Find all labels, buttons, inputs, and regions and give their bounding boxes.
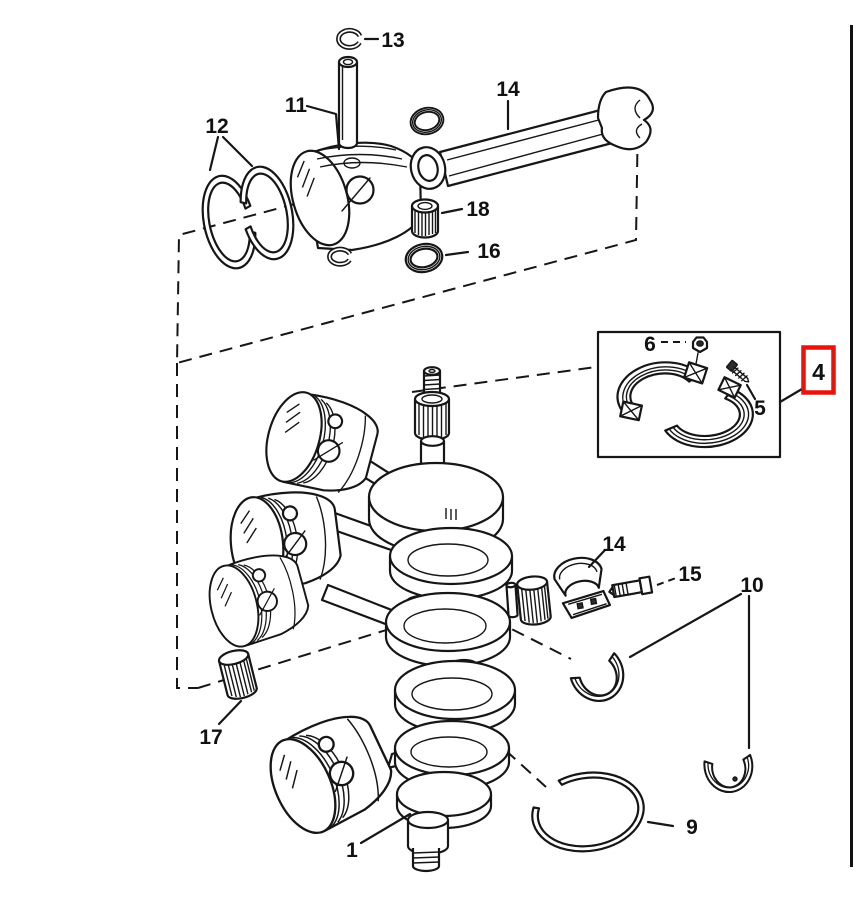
callout-6: 6 (644, 333, 656, 356)
piston-4 (255, 702, 404, 844)
retaining-clip-lower (327, 246, 353, 267)
piston-exploded (289, 141, 423, 252)
callout-5: 5 (754, 397, 766, 420)
washer-top (409, 106, 445, 136)
callout-18: 18 (466, 198, 490, 221)
callout-4: 4 (812, 359, 825, 385)
retaining-ring-9 (531, 771, 645, 853)
piston-1 (255, 383, 386, 505)
retaining-clip-13 (336, 27, 363, 50)
callout-15: 15 (678, 563, 702, 586)
highlight-box-part-4[interactable]: 4 (801, 345, 836, 395)
callout-14-top: 14 (496, 78, 520, 101)
needle-cage-center (515, 573, 553, 628)
callout-17: 17 (199, 726, 222, 749)
callout-9: 9 (686, 816, 698, 839)
connecting-rod-exploded (409, 86, 655, 190)
callout-12: 12 (205, 115, 228, 138)
callout-11: 11 (285, 94, 308, 117)
callout-10: 10 (740, 574, 763, 597)
washer-16 (404, 242, 444, 274)
callout-16: 16 (477, 240, 500, 263)
rod-bolt (608, 575, 654, 599)
wrist-pin (337, 55, 359, 150)
dashed-leader-retainer-assembly (411, 366, 597, 393)
crankshaft (367, 366, 517, 873)
main-bearing-shell-lower (702, 753, 757, 797)
dashed-boundary-crank-group (176, 363, 198, 689)
main-bearing-shell-upper (568, 651, 635, 712)
callout-leaders (208, 37, 804, 845)
callout-14-mid: 14 (602, 533, 626, 556)
nut-6 (691, 336, 709, 365)
assembly-box-part-4 (596, 330, 782, 459)
needle-cage-17 (216, 646, 260, 703)
needle-bearing-18 (410, 198, 440, 239)
screw-5 (726, 359, 750, 383)
rod-cap (553, 556, 612, 620)
piston-3 (200, 546, 315, 653)
dowel-pin (505, 581, 519, 619)
callout-13: 13 (381, 29, 404, 52)
piston-rings-12 (201, 165, 295, 270)
callout-1: 1 (346, 839, 358, 862)
